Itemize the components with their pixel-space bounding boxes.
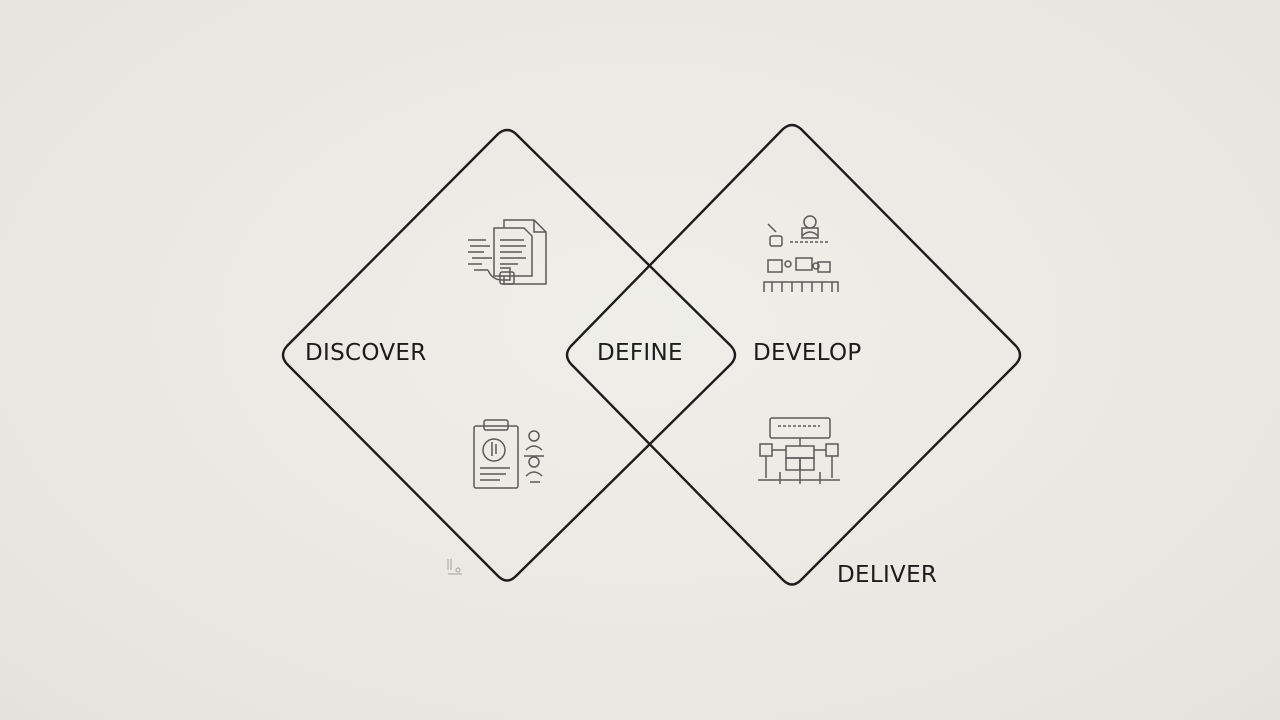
team-workstation-icon: [763, 215, 839, 292]
discover-label: DISCOVER: [305, 340, 427, 366]
research-board-icon: [473, 419, 544, 489]
define-label: DEFINE: [597, 340, 683, 366]
left-diamond: [281, 128, 737, 582]
faint-mark-icon: [447, 559, 462, 575]
flowchart-icon: [758, 417, 840, 484]
right-diamond: [565, 123, 1022, 586]
documents-icon: [468, 219, 547, 285]
develop-label: DEVELOP: [753, 340, 862, 366]
deliver-label: DELIVER: [837, 562, 938, 588]
